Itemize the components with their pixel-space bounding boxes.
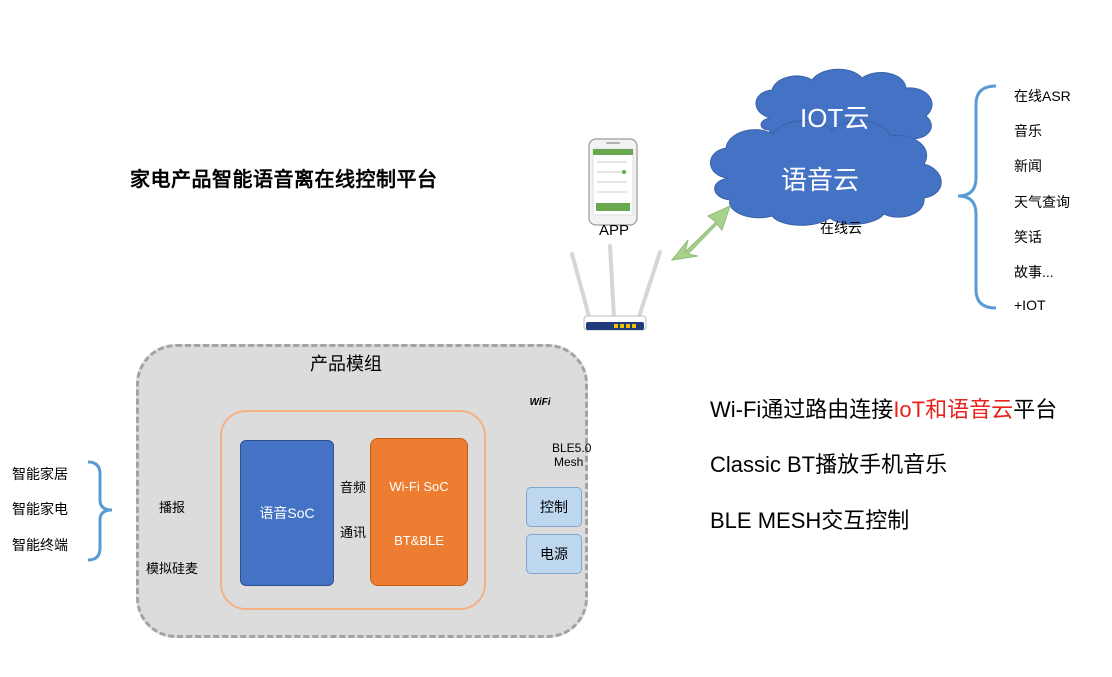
router-icon — [570, 244, 662, 331]
wifi-soc-label: Wi-Fi SoC — [389, 479, 449, 494]
app-label: APP — [599, 222, 630, 239]
ble-label-line1: BLE5.0 — [552, 441, 592, 455]
audio-label: 音频 — [340, 480, 367, 495]
control-label: 控制 — [540, 499, 568, 515]
feature-wifi: Wi-Fi通过路由连接IoT和语音云平台 — [710, 392, 1057, 424]
soc-group-frame — [220, 410, 486, 610]
product-module-container — [136, 344, 588, 638]
wifi-logo-text: WiFi — [529, 397, 551, 408]
control-block: 控制 — [526, 487, 582, 527]
device-item: 智能家电 — [12, 501, 68, 517]
feature-ble-mesh: BLE MESH交互控制 — [710, 508, 910, 533]
service-item: 新闻 — [1014, 158, 1042, 174]
devices-bracket — [87, 460, 113, 562]
mic-label: 模拟硅麦 — [146, 561, 199, 576]
service-item: 在线ASR — [1014, 88, 1071, 104]
comm-label: 通讯 — [340, 525, 367, 540]
service-item: 故事... — [1014, 264, 1054, 280]
phone-icon — [588, 138, 638, 226]
wifi-soc-block: Wi-Fi SoC BT&BLE — [370, 438, 468, 586]
voice-soc-label: 语音SoC — [259, 505, 315, 521]
voice-cloud-icon — [710, 120, 942, 226]
router-cloud-arrow — [670, 205, 731, 261]
broadcast-label: 播报 — [159, 500, 186, 515]
feature-wifi-post: 平台 — [1013, 397, 1058, 422]
services-bracket — [957, 84, 997, 310]
page-title: 家电产品智能语音离在线控制平台 — [130, 169, 438, 191]
feature-bt: Classic BT播放手机音乐 — [710, 452, 948, 477]
device-item: 智能家居 — [12, 466, 68, 482]
voice-soc-block: 语音SoC — [240, 440, 334, 586]
power-block: 电源 — [526, 534, 582, 574]
power-label: 电源 — [540, 546, 568, 562]
service-item: +IOT — [1014, 297, 1046, 313]
feature-wifi-pre: Wi-Fi通过路由连接 — [710, 397, 894, 422]
service-item: 天气查询 — [1014, 194, 1070, 210]
module-title: 产品模组 — [310, 354, 382, 374]
feature-wifi-highlight: IoT和语音云 — [893, 397, 1014, 422]
online-cloud-label: 在线云 — [820, 220, 862, 236]
bt-ble-label: BT&BLE — [394, 533, 444, 548]
device-item: 智能终端 — [12, 537, 68, 553]
ble-label-line2: Mesh — [554, 455, 584, 469]
service-item: 音乐 — [1014, 123, 1042, 139]
voice-cloud-label: 语音云 — [781, 165, 860, 195]
service-item: 笑话 — [1014, 229, 1042, 245]
iot-cloud-label: IOT云 — [800, 103, 870, 133]
